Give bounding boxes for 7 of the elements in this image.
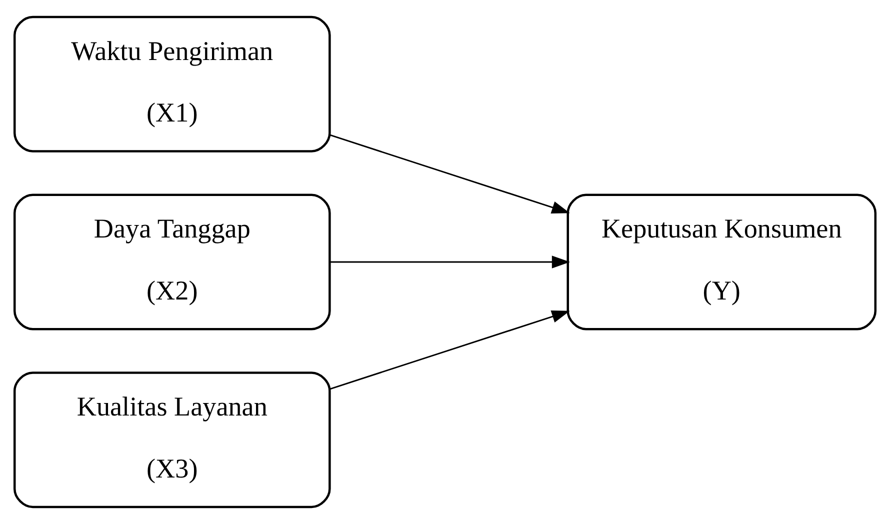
node-box: Keputusan Konsumen (Y): [566, 193, 877, 330]
node-box: Waktu Pengiriman (X1): [13, 15, 331, 152]
node-box: Daya Tanggap (X2): [13, 193, 331, 330]
arrow: [330, 310, 570, 390]
node-box: Kualitas Layanan (X3): [13, 371, 331, 508]
arrow: [330, 255, 570, 268]
arrow: [330, 134, 570, 214]
